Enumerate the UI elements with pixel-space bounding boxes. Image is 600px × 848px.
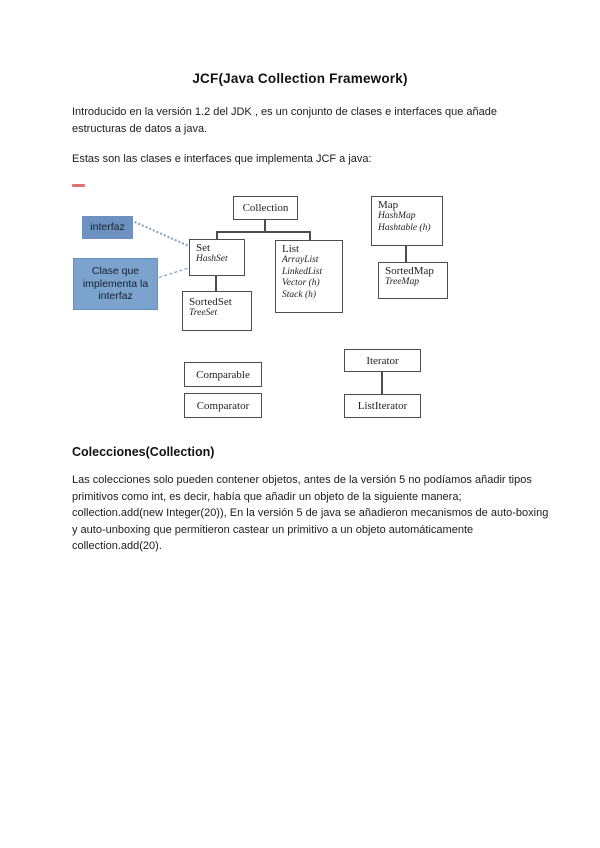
box-title: Comparator [196,399,250,412]
connector-collection-horizontal [216,231,311,233]
box-item: Hashtable (h) [378,222,431,233]
intro-paragraph-2: Estas son las clases e interfaces que im… [72,153,372,165]
box-item: HashSet [196,254,228,264]
box-title: SortedSet [189,296,232,308]
connector-set-sortedset [215,275,217,292]
box-item: LinkedList [282,266,323,277]
diagram-box-iterator: Iterator [344,349,421,372]
diagram-box-map: Map HashMap Hashtable (h) [371,196,443,246]
box-title: Map [378,199,399,211]
box-title: Set [196,242,211,254]
box-title: SortedMap [385,265,434,277]
section-heading-colecciones: Colecciones(Collection) [72,445,215,459]
box-item: TreeSet [189,308,218,318]
box-title: List [282,243,300,255]
box-title: Collection [242,202,289,214]
connector-map-sortedmap [405,245,407,263]
diagram-box-set: Set HashSet [189,239,245,276]
intro-paragraph-1: Introducido en la versión 1.2 del JDK , … [72,106,497,135]
diagram-box-listiterator: ListIterator [344,394,421,418]
legend-interface-callout-line [134,221,192,249]
connector-to-set [216,231,218,240]
connector-to-list [309,231,311,241]
legend-implementing-class-box: Clase que implementa la interfaz [73,258,158,310]
box-item: HashMap [378,211,416,221]
diagram-box-sortedset: SortedSet TreeSet [182,291,252,331]
legend-interface-label: interfaz [90,221,125,234]
red-dash-mark [72,184,85,187]
box-title: ListIterator [357,400,408,412]
box-title: Comparable [196,368,250,381]
legend-interface-box: interfaz [82,216,133,239]
box-item: ArrayList [282,255,319,265]
box-title: Iterator [366,354,399,367]
box-item: Stack (h) [282,289,317,300]
diagram-box-sortedmap: SortedMap TreeMap [378,262,448,299]
connector-collection-down [264,219,266,233]
diagram-box-collection: Collection [233,196,298,220]
legend-class-callout-line [159,266,193,278]
diagram-box-comparator: Comparator [184,393,262,418]
page-title: JCF(Java Collection Framework) [192,71,408,86]
legend-implementing-class-label: Clase que implementa la interfaz [82,265,149,303]
connector-iterator-listiterator [381,372,383,395]
diagram-box-list: List ArrayList LinkedList Vector (h) Sta… [275,240,343,313]
box-item: Vector (h) [282,278,320,288]
section-paragraph-1: Las colecciones solo pueden contener obj… [72,474,549,552]
box-item: TreeMap [385,277,419,287]
diagram-box-comparable: Comparable [184,362,262,387]
